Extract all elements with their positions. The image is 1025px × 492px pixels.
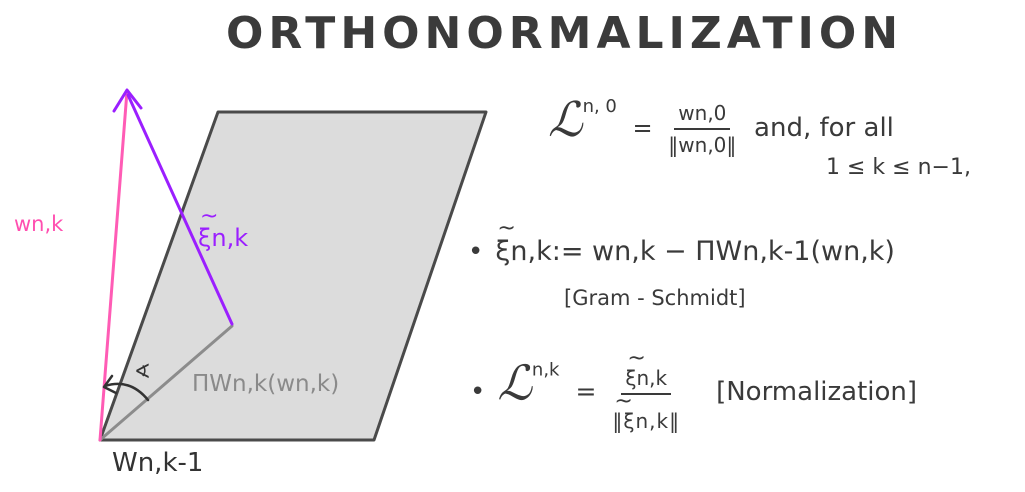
projection-vector <box>98 324 234 442</box>
equation-initial: ℒn, 0 = wn,0 ‖wn,0‖ and, for all <box>548 92 894 157</box>
angle-arrow-icon <box>102 374 118 395</box>
eq1-tail: and, for all <box>754 113 894 143</box>
bullet-icon: • <box>468 237 484 267</box>
eq3-fraction: ξn,k ‖ξn,k‖ <box>612 346 680 433</box>
w-vector <box>98 89 129 442</box>
eq1-condition: 1 ≤ k ≤ n−1, <box>826 155 971 180</box>
eq1-numerator: wn,0 <box>674 101 731 130</box>
w-vector-label: wn,k <box>14 212 64 236</box>
angle-arc <box>103 382 150 402</box>
eq2-lhs: ξn,k <box>495 216 551 267</box>
equation-gram-schmidt: • ξn,k:= wn,k − ΠWn,k-1(wn,k) <box>468 216 895 267</box>
eq1-lhs: ℒ <box>548 92 583 148</box>
arrowhead-icon <box>112 88 143 113</box>
eq1-denominator: ‖wn,0‖ <box>668 133 737 157</box>
xi-vector <box>126 93 234 326</box>
projection-label: ΠWn,k(wn,k) <box>192 371 340 397</box>
equation-normalization: • ℒn,k = ξn,k ‖ξn,k‖ [Normalization] <box>470 346 918 433</box>
angle-label: ∢ <box>134 359 151 383</box>
eq3-lhs: ℒ <box>497 355 532 412</box>
normalization-note: [Normalization] <box>716 376 918 407</box>
eq3-denominator: ‖ξn,k‖ <box>612 389 680 433</box>
page-title: ORTHONORMALIZATION <box>226 8 904 59</box>
eq1-equals: = <box>632 114 653 142</box>
eq3-numerator: ξn,k <box>625 346 667 390</box>
eq1-lhs-sup: n, 0 <box>582 96 617 117</box>
eq1-fraction: wn,0 ‖wn,0‖ <box>668 101 736 157</box>
bullet-icon: • <box>470 376 486 407</box>
eq3-equals: = <box>575 376 597 406</box>
eq2-definition: := wn,k − ΠWn,k-1(wn,k) <box>551 236 895 267</box>
xi-vector-label: ξn,k <box>198 204 248 252</box>
gram-schmidt-note: [Gram - Schmidt] <box>564 286 746 310</box>
eq3-lhs-sup: n,k <box>531 359 560 381</box>
subspace-label: Wn,k-1 <box>112 448 204 478</box>
